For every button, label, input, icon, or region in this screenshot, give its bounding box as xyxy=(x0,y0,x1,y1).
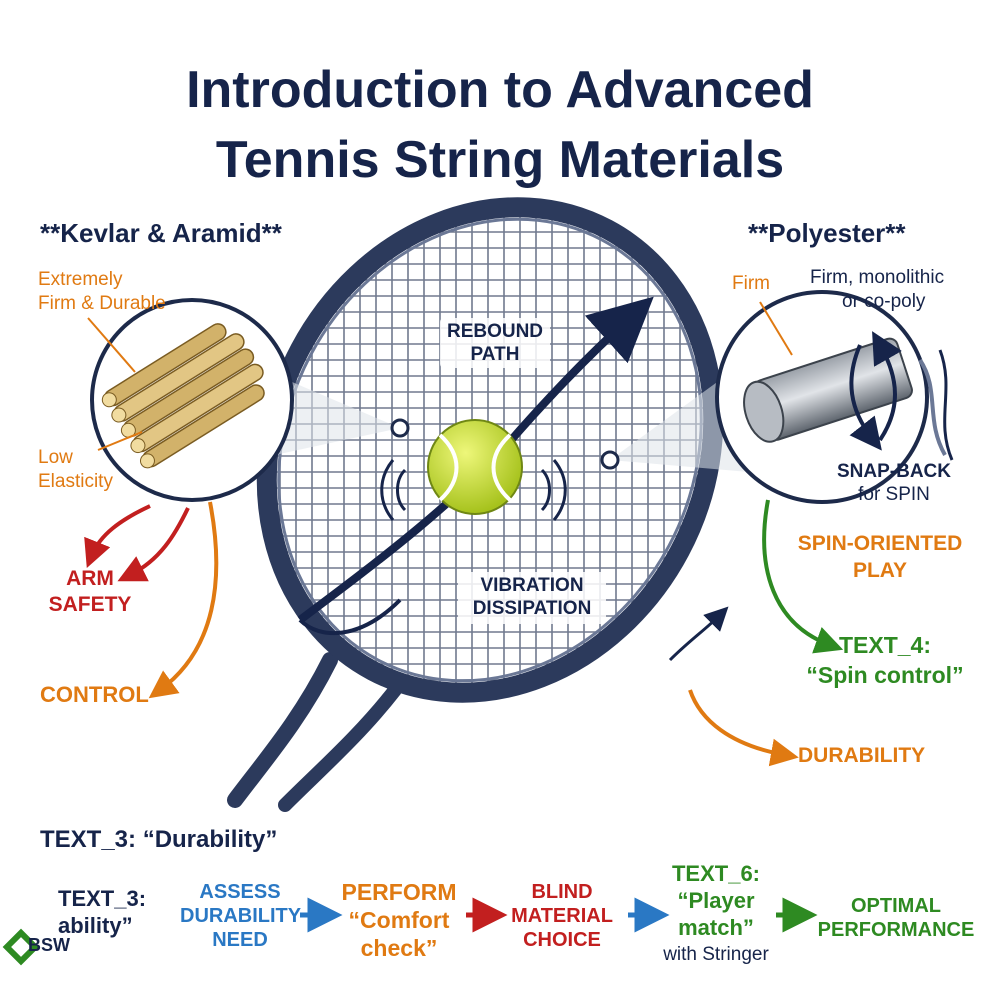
spin-oriented-line-2: PLAY xyxy=(852,559,908,582)
control-arrow xyxy=(148,501,219,699)
snap-back-label: SNAP-BACK for SPIN xyxy=(834,460,954,506)
rebound-path-label: REBOUND PATH xyxy=(440,320,550,366)
bsw-logo-text: BSW xyxy=(28,935,70,955)
step-optimal-line-1: OPTIMAL xyxy=(851,895,941,917)
vibration-line-1: VIBRATION xyxy=(480,575,584,596)
step-blind-line-1: BLIND xyxy=(531,881,593,903)
spin-oriented-line-1: SPIN-ORIENTED xyxy=(797,532,963,555)
step-assess-line-1: ASSESS xyxy=(199,881,281,903)
flow-start-line-2: ability” xyxy=(58,913,133,938)
rebound-line-1: REBOUND xyxy=(446,321,544,342)
step-player-line-4: with Stringer xyxy=(663,944,769,965)
step-perform-line-2: “Comfort xyxy=(348,907,450,933)
polyester-type-1: Firm, monolithic xyxy=(810,267,945,288)
arm-safety-arrow xyxy=(117,507,190,582)
polyester-note-firm: Firm xyxy=(732,273,770,294)
step-blind-line-2: MATERIAL xyxy=(511,905,613,927)
tennis-ball xyxy=(427,419,523,515)
spin-control-arrow xyxy=(762,499,844,654)
flow-step-player-match: TEXT_6: “Player match” with Stringer xyxy=(646,860,786,968)
racket-handle xyxy=(227,652,402,812)
step-optimal-line-2: PERFORMANCE xyxy=(817,919,975,941)
text-4-line-1: TEXT_4: xyxy=(838,632,932,658)
kevlar-note-elasticity-1: Low xyxy=(38,447,73,468)
kevlar-note-elasticity-2: Elasticity xyxy=(38,471,113,492)
polyester-type-2: or co-poly xyxy=(842,291,926,312)
step-player-line-2: “Player xyxy=(677,888,755,913)
durability-arrow xyxy=(688,689,799,767)
arm-safety-label: ARM SAFETY xyxy=(40,566,140,618)
page-title-line-1: Introduction to Advanced xyxy=(186,61,814,119)
bsw-logo xyxy=(2,928,40,966)
flow-step-perform: PERFORM “Comfort check” xyxy=(332,878,466,962)
durability-label: DURABILITY xyxy=(798,744,926,767)
snap-back-line-1: SNAP-BACK xyxy=(837,461,951,482)
rebound-line-2: PATH xyxy=(470,344,520,365)
kevlar-heading: **Kevlar & Aramid** xyxy=(40,218,282,248)
flow-start-line-1: TEXT_3: xyxy=(58,886,147,911)
flow-step-optimal: OPTIMAL PERFORMANCE xyxy=(806,894,986,942)
spin-oriented-play-label: SPIN-ORIENTED PLAY xyxy=(790,530,970,584)
step-assess-line-3: NEED xyxy=(212,929,268,951)
step-player-line-3: match” xyxy=(678,915,754,940)
vibration-dissipation-label: VIBRATION DISSIPATION xyxy=(458,574,606,620)
step-blind-line-3: CHOICE xyxy=(523,929,601,951)
text-4-line-2: “Spin control” xyxy=(806,662,964,688)
flow-start: TEXT_3: ability” xyxy=(58,885,146,939)
arm-safety-line-1: ARM xyxy=(66,567,114,590)
text-4-label: TEXT_4: “Spin control” xyxy=(790,630,980,690)
step-assess-line-2: DURABILITY xyxy=(180,905,302,927)
page-title-line-2: Tennis String Materials xyxy=(215,131,785,189)
kevlar-note-firm-1: Extremely xyxy=(38,269,123,290)
control-label: CONTROL xyxy=(40,682,149,707)
vibration-line-2: DISSIPATION xyxy=(472,598,592,619)
polyester-magnifier xyxy=(600,290,954,504)
step-perform-line-3: check” xyxy=(360,935,438,961)
kevlar-note-firm-2: Firm & Durable xyxy=(38,293,166,314)
text-3-heading: TEXT_3: “Durability” xyxy=(40,826,278,853)
step-player-line-1: TEXT_6: xyxy=(671,861,761,886)
arm-safety-line-2: SAFETY xyxy=(48,593,132,616)
kevlar-magnifier xyxy=(87,298,410,502)
snap-back-line-2: for SPIN xyxy=(858,484,930,505)
polyester-heading: **Polyester** xyxy=(748,218,906,248)
vibration-marks xyxy=(380,459,567,521)
step-perform-line-1: PERFORM xyxy=(341,879,457,905)
flow-step-assess: ASSESS DURABILITY NEED xyxy=(180,880,302,952)
flow-step-blind: BLIND MATERIAL CHOICE xyxy=(496,880,628,952)
